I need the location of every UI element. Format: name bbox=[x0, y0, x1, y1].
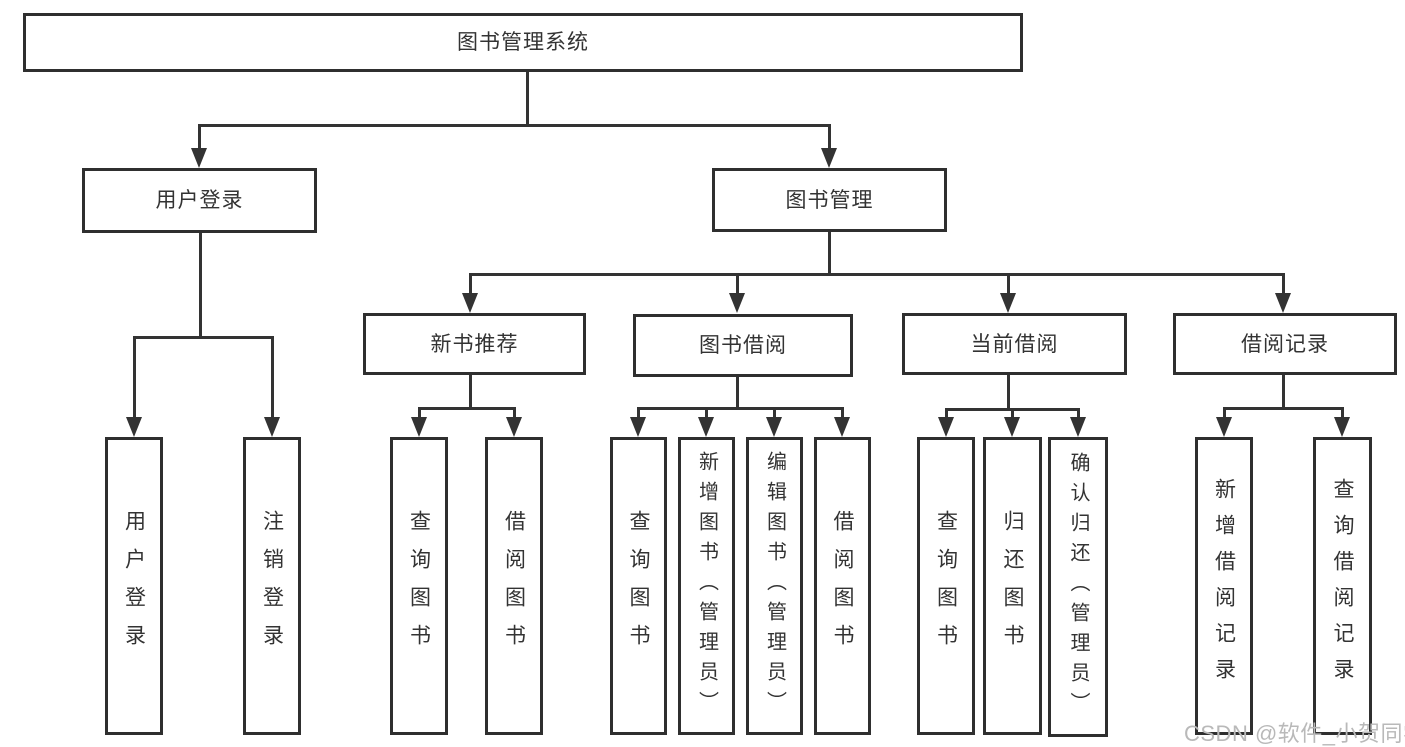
connector-shaft-book-borrowing-children-1 bbox=[704, 407, 708, 419]
node-label-leaf-user-login: 用户登录 bbox=[122, 510, 146, 662]
node-leaf-query-borrow-record: 查询借阅记录 bbox=[1313, 437, 1372, 735]
node-leaf-add-book-admin: 新增图书（管理员） bbox=[678, 437, 735, 735]
connector-shaft-root-to-level2-0 bbox=[197, 124, 201, 150]
connector-shaft-book-management-children-0 bbox=[468, 273, 472, 295]
connector-stub-user-login-children bbox=[198, 233, 202, 339]
node-label-leaf-add-borrow-record: 新增借阅记录 bbox=[1212, 478, 1236, 694]
arrow-down-icon bbox=[1275, 293, 1291, 313]
node-root: 图书管理系统 bbox=[23, 13, 1023, 72]
connector-shaft-current-borrowing-children-2 bbox=[1076, 408, 1080, 419]
node-label-leaf-logout: 注销登录 bbox=[260, 510, 284, 662]
node-label-leaf-return-book: 归还图书 bbox=[1001, 510, 1024, 662]
connector-bar-root-to-level2 bbox=[197, 124, 831, 127]
node-leaf-query-books-current: 查询图书 bbox=[917, 437, 975, 735]
connector-shaft-borrowing-records-children-0 bbox=[1222, 407, 1226, 419]
arrow-down-icon bbox=[834, 417, 850, 437]
arrow-down-icon bbox=[191, 148, 207, 168]
arrow-down-icon bbox=[938, 417, 954, 437]
arrow-down-icon bbox=[462, 293, 478, 313]
node-leaf-user-login: 用户登录 bbox=[105, 437, 163, 735]
node-label-leaf-query-books-borrowing: 查询图书 bbox=[627, 510, 650, 662]
node-new-book-recommend: 新书推荐 bbox=[363, 313, 586, 375]
node-leaf-query-books-recommend: 查询图书 bbox=[390, 437, 448, 735]
csdn-watermark: CSDN @软件_小贺同学 bbox=[1184, 721, 1405, 746]
connector-shaft-root-to-level2-1 bbox=[827, 124, 831, 150]
arrow-down-icon bbox=[411, 417, 427, 437]
node-leaf-return-book: 归还图书 bbox=[983, 437, 1042, 735]
connector-stub-book-management-children bbox=[827, 232, 831, 276]
arrow-down-icon bbox=[766, 417, 782, 437]
connector-shaft-book-management-children-1 bbox=[735, 273, 739, 295]
arrow-down-icon bbox=[1000, 293, 1016, 313]
connector-bar-book-borrowing-children bbox=[636, 407, 844, 410]
arrow-down-icon bbox=[1070, 417, 1086, 437]
connector-shaft-borrowing-records-children-1 bbox=[1340, 407, 1344, 419]
arrow-down-icon bbox=[506, 417, 522, 437]
node-leaf-edit-book-admin: 编辑图书（管理员） bbox=[746, 437, 803, 735]
connector-shaft-book-management-children-2 bbox=[1006, 273, 1010, 295]
connector-shaft-book-borrowing-children-2 bbox=[772, 407, 776, 419]
node-label-leaf-add-book-admin: 新增图书（管理员） bbox=[695, 451, 718, 721]
connector-stub-new-book-recommend-children bbox=[468, 375, 472, 410]
node-current-borrowing: 当前借阅 bbox=[902, 313, 1127, 375]
connector-shaft-book-borrowing-children-3 bbox=[840, 407, 844, 419]
node-leaf-add-borrow-record: 新增借阅记录 bbox=[1195, 437, 1253, 735]
connector-shaft-user-login-children-0 bbox=[132, 336, 136, 419]
connector-stub-book-borrowing-children bbox=[735, 377, 739, 410]
arrow-down-icon bbox=[126, 417, 142, 437]
connector-bar-borrowing-records-children bbox=[1222, 407, 1344, 410]
arrow-down-icon bbox=[729, 293, 745, 313]
connector-shaft-user-login-children-1 bbox=[270, 336, 274, 419]
node-leaf-borrow-books-recommend: 借阅图书 bbox=[485, 437, 543, 735]
connector-shaft-book-borrowing-children-0 bbox=[636, 407, 640, 419]
connector-bar-book-management-children bbox=[468, 273, 1285, 276]
arrow-down-icon bbox=[1004, 417, 1020, 437]
node-borrowing-records: 借阅记录 bbox=[1173, 313, 1397, 375]
arrow-down-icon bbox=[1334, 417, 1350, 437]
node-label-book-management-group: 图书管理 bbox=[785, 188, 874, 212]
node-label-leaf-confirm-return-admin: 确认归还（管理员） bbox=[1067, 452, 1089, 722]
node-book-management-group: 图书管理 bbox=[712, 168, 947, 232]
connector-stub-root-to-level2 bbox=[525, 72, 529, 127]
node-leaf-query-books-borrowing: 查询图书 bbox=[610, 437, 667, 735]
arrow-down-icon bbox=[630, 417, 646, 437]
node-leaf-logout: 注销登录 bbox=[243, 437, 301, 735]
arrow-down-icon bbox=[821, 148, 837, 168]
connector-shaft-book-management-children-3 bbox=[1281, 273, 1285, 295]
connector-stub-borrowing-records-children bbox=[1281, 375, 1285, 410]
connector-shaft-current-borrowing-children-0 bbox=[944, 408, 948, 419]
node-label-current-borrowing: 当前借阅 bbox=[970, 332, 1059, 356]
connector-shaft-current-borrowing-children-1 bbox=[1010, 408, 1014, 419]
node-label-leaf-query-books-recommend: 查询图书 bbox=[407, 510, 431, 662]
node-leaf-confirm-return-admin: 确认归还（管理员） bbox=[1048, 437, 1108, 737]
node-label-root: 图书管理系统 bbox=[457, 31, 589, 54]
node-label-book-borrowing: 图书借阅 bbox=[699, 334, 787, 357]
connector-shaft-new-book-recommend-children-0 bbox=[417, 407, 421, 419]
node-label-leaf-query-borrow-record: 查询借阅记录 bbox=[1331, 478, 1354, 694]
node-label-borrowing-records: 借阅记录 bbox=[1241, 332, 1329, 356]
connector-bar-new-book-recommend-children bbox=[417, 407, 516, 410]
node-user-login-group: 用户登录 bbox=[82, 168, 317, 233]
connector-shaft-new-book-recommend-children-1 bbox=[512, 407, 516, 419]
connector-stub-current-borrowing-children bbox=[1006, 375, 1010, 411]
arrow-down-icon bbox=[1216, 417, 1232, 437]
arrow-down-icon bbox=[698, 417, 714, 437]
node-book-borrowing: 图书借阅 bbox=[633, 314, 853, 377]
node-label-user-login-group: 用户登录 bbox=[155, 189, 244, 212]
connector-bar-user-login-children bbox=[132, 336, 274, 339]
node-label-leaf-edit-book-admin: 编辑图书（管理员） bbox=[763, 451, 786, 721]
node-label-leaf-borrow-books: 借阅图书 bbox=[831, 510, 854, 662]
node-label-leaf-borrow-books-recommend: 借阅图书 bbox=[502, 510, 526, 662]
node-label-leaf-query-books-current: 查询图书 bbox=[934, 510, 958, 662]
node-label-new-book-recommend: 新书推荐 bbox=[430, 332, 519, 356]
node-leaf-borrow-books: 借阅图书 bbox=[814, 437, 871, 735]
arrow-down-icon bbox=[264, 417, 280, 437]
